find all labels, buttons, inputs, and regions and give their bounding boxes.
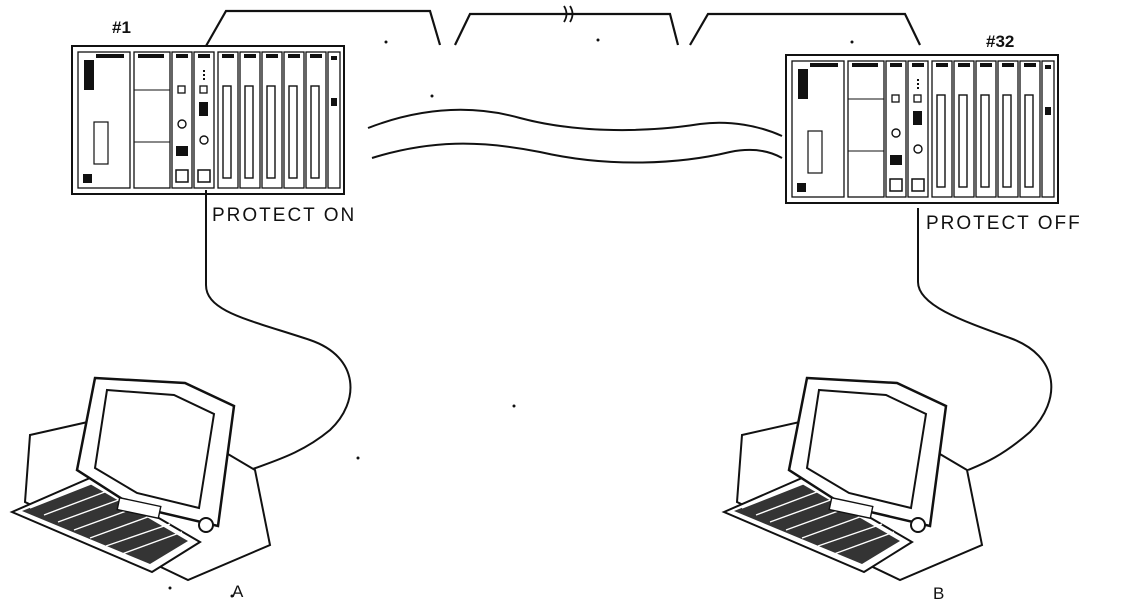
terminal-a-label: A (232, 582, 244, 601)
terminal-a (10, 376, 272, 582)
scan-dots (168, 38, 854, 598)
terminal-b (722, 376, 984, 582)
station-32-label: #32 (986, 32, 1015, 51)
plc-rack-32 (785, 54, 1059, 204)
top-link-lines (205, 9, 921, 47)
line-break-icon (563, 5, 574, 23)
protect-off-label: PROTECT OFF (926, 213, 1082, 234)
comm-link-lines (367, 108, 783, 164)
station-1-label: #1 (112, 18, 131, 37)
protect-on-label: PROTECT ON (212, 205, 357, 226)
plc-rack-1 (71, 45, 345, 195)
terminal-cables (205, 190, 1053, 473)
terminal-b-label: B (933, 584, 945, 603)
